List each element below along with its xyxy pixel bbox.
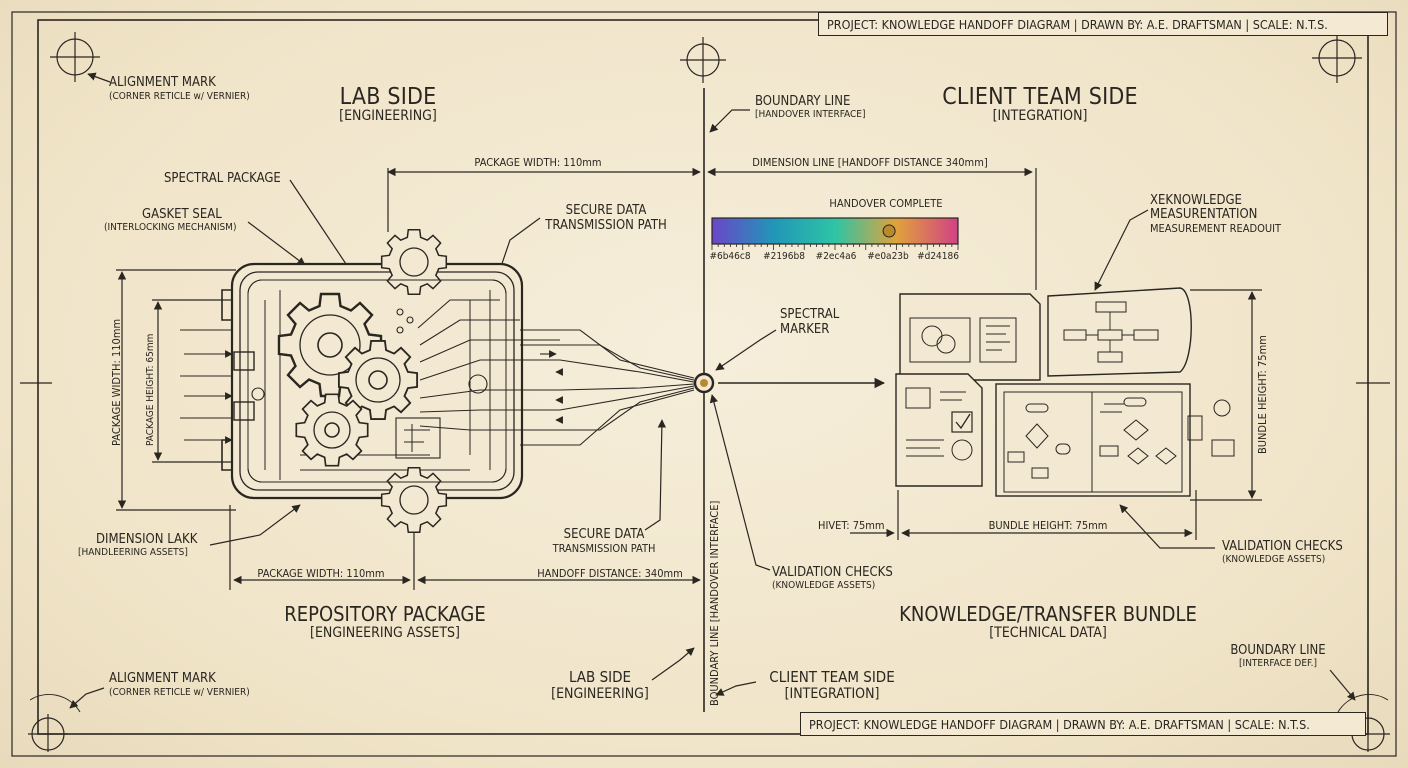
dimension-lakk-sub: [HANDLEERING ASSETS] xyxy=(78,547,188,558)
knowledge-bundle xyxy=(895,287,1235,497)
boundary-bottom-right-label: BOUNDARY LINE xyxy=(1230,643,1326,658)
lab-side-bottom-sub: [ENGINEERING] xyxy=(551,686,649,702)
reticle-top-left xyxy=(50,32,100,82)
gasket-seal-sub: (INTERLOCKING MECHANISM) xyxy=(104,222,237,233)
gear-bottom-icon xyxy=(380,466,448,534)
boundary-line-sub: [HANDOVER INTERFACE] xyxy=(755,109,866,120)
repository-package-title: REPOSITORY PACKAGE xyxy=(284,602,486,626)
alignment-mark-top-sub: (CORNER RETICLE w/ VERNIER) xyxy=(109,91,250,102)
input-connectors xyxy=(180,329,233,444)
gradient-stop-5: #d24186 xyxy=(917,251,959,262)
lab-side-subtitle: [ENGINEERING] xyxy=(339,108,437,124)
validation-right-sub: (KNOWLEDGE ASSETS) xyxy=(1222,554,1326,565)
package-height-vertical-label: PACKAGE HEIGHT: 65mm xyxy=(145,333,156,446)
hivet-label: HIVET: 75mm xyxy=(818,519,885,532)
client-side-bottom-title: CLIENT TEAM SIDE xyxy=(769,668,895,686)
secure-path-top-line1: SECURE DATA xyxy=(565,203,647,218)
bundle-height-vertical-label: BUNDLE HEIGHT: 75mm xyxy=(1256,335,1269,454)
client-side-bottom-sub: [INTEGRATION] xyxy=(784,686,880,702)
reticle-bottom-left xyxy=(28,694,81,752)
title-block-bottom-text: PROJECT: KNOWLEDGE HANDOFF DIAGRAM | DRA… xyxy=(809,716,1310,732)
bundle-height-horizontal-label: BUNDLE HEIGHT: 75mm xyxy=(988,519,1108,532)
package-width-vertical-label: PACKAGE WIDTH: 110mm xyxy=(110,318,123,446)
client-side-subtitle: [INTEGRATION] xyxy=(992,108,1088,124)
spectral-marker-line2: MARKER xyxy=(780,322,830,337)
gear-center-icon xyxy=(337,339,419,421)
package-width-top-label: PACKAGE WIDTH: 110mm xyxy=(474,156,602,169)
gradient-stop-3: #2ec4a6 xyxy=(815,251,857,262)
client-side-title: CLIENT TEAM SIDE xyxy=(942,84,1138,110)
validation-mid-sub: (KNOWLEDGE ASSETS) xyxy=(772,580,876,591)
handoff-distance-top-label: DIMENSION LINE [HANDOFF DISTANCE 340mm] xyxy=(752,156,988,169)
secure-path-bottom-line2: TRANSMISSION PATH xyxy=(552,542,656,555)
repository-package-sub: [ENGINEERING ASSETS] xyxy=(310,625,460,641)
title-block-top: PROJECT: KNOWLEDGE HANDOFF DIAGRAM | DRA… xyxy=(818,12,1388,36)
alignment-mark-top-label: ALIGNMENT MARK xyxy=(109,75,216,90)
boundary-vertical-label: BOUNDARY LINE [HANDOVER INTERFACE] xyxy=(708,500,721,706)
reticle-top-center xyxy=(680,37,726,83)
handover-complete-label: HANDOVER COMPLETE xyxy=(829,197,943,210)
lab-side-title: LAB SIDE xyxy=(339,84,437,110)
measurement-line1: XEKNOWLEDGE xyxy=(1150,193,1242,208)
transmission-path xyxy=(520,329,695,446)
alignment-mark-bottom-sub: (CORNER RETICLE w/ VERNIER) xyxy=(109,687,250,698)
validation-mid-label: VALIDATION CHECKS xyxy=(772,565,893,580)
boundary-line-label: BOUNDARY LINE xyxy=(755,94,851,109)
secure-path-top-line2: TRANSMISSION PATH xyxy=(545,218,667,233)
alignment-mark-bottom-label: ALIGNMENT MARK xyxy=(109,671,216,686)
secure-path-bottom-line1: SECURE DATA xyxy=(563,527,645,542)
handover-gradient-bar xyxy=(711,217,959,250)
handoff-distance-bottom-label: HANDOFF DISTANCE: 340mm xyxy=(537,567,683,580)
gasket-seal-label: GASKET SEAL xyxy=(142,207,222,222)
reticle-top-right xyxy=(1312,33,1362,83)
gear-large-icon xyxy=(277,292,383,398)
spectral-marker-line1: SPECTRAL xyxy=(780,307,840,322)
lab-side-bottom-title: LAB SIDE xyxy=(568,668,632,686)
knowledge-bundle-sub: [TECHNICAL DATA] xyxy=(989,625,1107,641)
spectral-package-label: SPECTRAL PACKAGE xyxy=(164,171,281,186)
measurement-line3: MEASUREMENT READOUIT xyxy=(1150,222,1282,235)
spectral-marker-icon xyxy=(693,372,715,394)
gradient-stop-1: #6b46c8 xyxy=(709,251,751,262)
gradient-stop-4: #e0a23b xyxy=(867,251,909,262)
package-width-bottom-label: PACKAGE WIDTH: 110mm xyxy=(257,567,385,580)
boundary-bottom-right-sub: [INTERFACE DEF.] xyxy=(1239,658,1317,669)
gear-lower-icon xyxy=(295,393,369,467)
validation-right-label: VALIDATION CHECKS xyxy=(1222,539,1343,554)
title-block-bottom: PROJECT: KNOWLEDGE HANDOFF DIAGRAM | DRA… xyxy=(800,712,1366,736)
title-block-top-text: PROJECT: KNOWLEDGE HANDOFF DIAGRAM | DRA… xyxy=(827,16,1328,32)
dimension-lakk-label: DIMENSION LAKK xyxy=(96,532,198,547)
knowledge-bundle-title: KNOWLEDGE/TRANSFER BUNDLE xyxy=(899,602,1197,626)
measurement-line2: MEASURENTATION xyxy=(1150,207,1258,222)
gear-top-icon xyxy=(380,228,448,296)
gradient-stop-2: #2196b8 xyxy=(763,251,805,262)
